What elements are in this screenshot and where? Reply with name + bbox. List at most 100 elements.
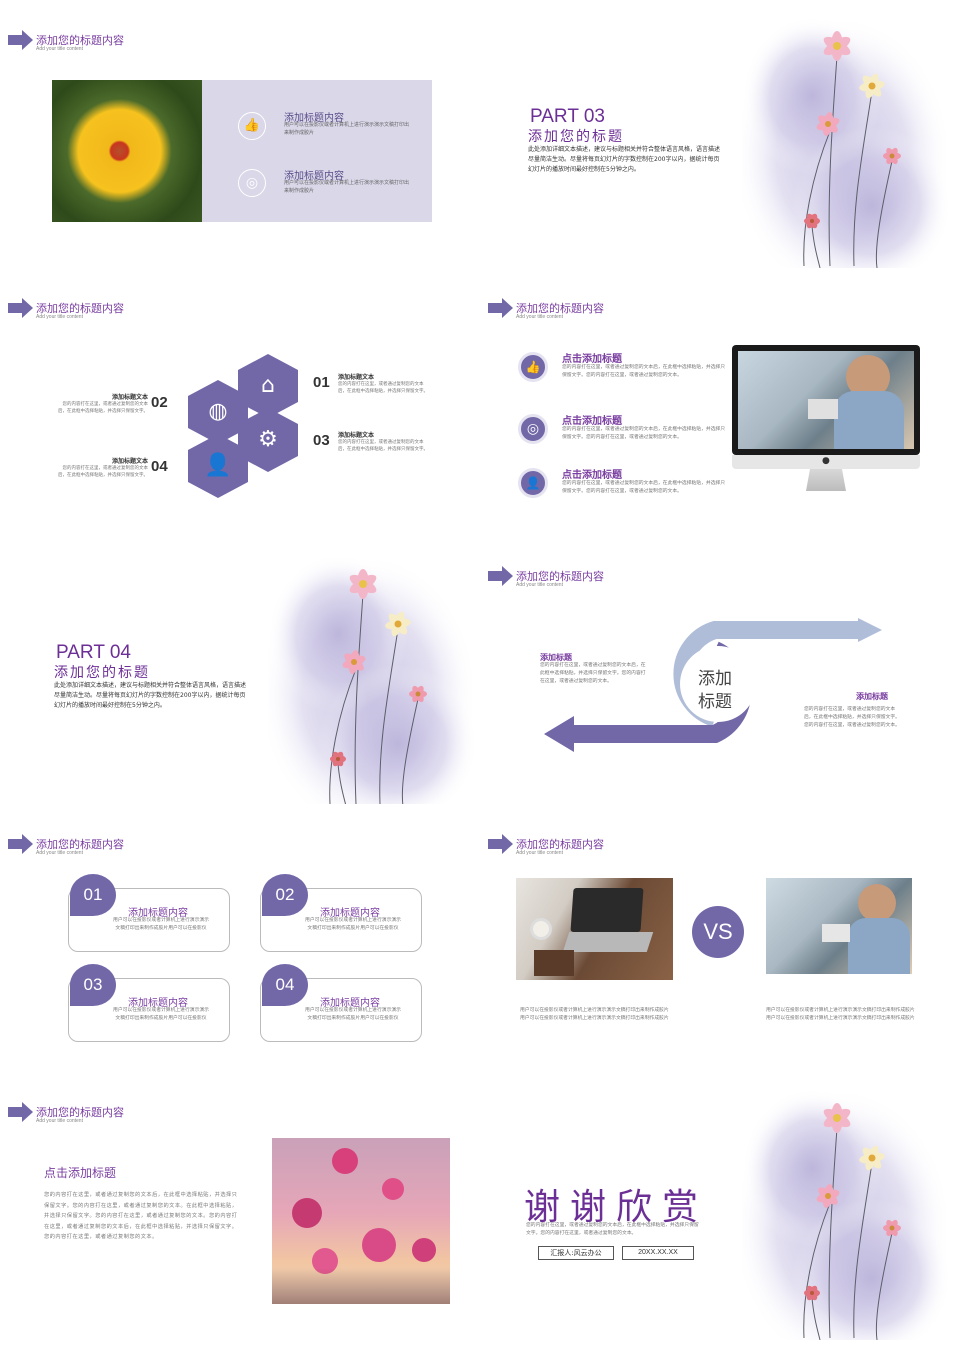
number-badge: 04	[262, 964, 308, 1006]
card-box	[68, 978, 230, 1042]
header-title: 添加您的标题内容	[36, 302, 124, 315]
vs-badge: VS	[692, 906, 744, 958]
card-title: 添加标题内容	[320, 908, 380, 919]
globe-icon: ◎	[238, 169, 266, 197]
arrow-right-icon	[8, 1102, 33, 1122]
item-number: 03	[313, 432, 330, 449]
part-title: 添加您的标题	[528, 129, 624, 145]
item-number: 04	[151, 458, 168, 475]
card-text: 用户可以在投影仪或者计算机上进行演示演示文稿打印出来制作成胶片用户可以在投影仪	[305, 918, 401, 931]
arrow-right-icon	[8, 30, 33, 50]
card-text: 用户可以在投影仪或者计算机上进行演示演示文稿打印出来制作成胶片用户可以在投影仪	[113, 918, 209, 931]
card-title: 添加标题内容	[128, 908, 188, 919]
center-title-line2: 标题	[698, 692, 732, 712]
item-number: 02	[151, 394, 168, 411]
header-title: 添加您的标题内容	[36, 1106, 124, 1119]
slide-1: 添加您的标题内容 Add your title content 👍 添加标题内容…	[0, 0, 474, 268]
header-subtitle: Add your title content	[516, 850, 563, 856]
info-panel: 👍 添加标题内容 用户可以在投影仪或者计算机上进行演示演示文稿打印出来制作成胶片…	[202, 80, 432, 222]
item-title: 添加标题内容	[284, 113, 344, 124]
header-subtitle: Add your title content	[36, 850, 83, 856]
item-text: 您的内容打在这里，或者通过复制您的文本后，在此框中选择粘贴，并选择只保留文字。您…	[562, 365, 726, 378]
item-title: 添加标题文本	[338, 374, 375, 381]
yellow-flower-photo	[52, 80, 202, 222]
card-title: 添加标题内容	[320, 998, 380, 1009]
item-number: 01	[313, 374, 330, 391]
target-icon: ◎	[518, 414, 548, 444]
laptop-desk-photo	[516, 878, 673, 980]
number-badge: 03	[70, 964, 116, 1006]
header-title: 添加您的标题内容	[516, 838, 604, 851]
arrow-right-icon	[8, 834, 33, 854]
header-subtitle: Add your title content	[36, 46, 83, 52]
arrow-right-icon	[488, 298, 513, 318]
header-title: 添加您的标题内容	[516, 570, 604, 583]
watercolor-flowers-image	[268, 553, 474, 804]
item-title: 添加标题内容	[284, 171, 344, 182]
part-description: 此处添加详细文本描述，建议与标题相关并符合整体语言风格，语言描述尽量简洁生动。尽…	[54, 682, 247, 709]
item-text: 您的内容打在这里，或者通过复制您的文本后，在此框中选择粘贴，并选择只保留文字。您…	[562, 427, 726, 440]
office-team-photo	[738, 351, 914, 449]
office-team-photo	[766, 878, 912, 974]
thank-you-title: 谢谢欣赏	[524, 1187, 709, 1228]
header-subtitle: Add your title content	[36, 314, 83, 320]
item-title: 添加标题文本	[111, 458, 148, 465]
gear-icon: ⚙	[258, 427, 278, 452]
item-text: 您的内容打在这里，或者通过复制您的文本后，在此框中选择粘贴，并选择只保留文字。您…	[562, 481, 726, 494]
item-text: 用户可以在投影仪或者计算机上进行演示演示文稿打印出来制作成胶片	[284, 180, 410, 194]
globe-icon: ◍	[208, 399, 228, 424]
user-icon: 👤	[204, 453, 232, 478]
home-icon: ⌂	[261, 373, 275, 398]
right-title: 添加标题	[856, 692, 888, 701]
thumbs-up-icon: 👍	[238, 112, 266, 140]
item-text: 您的内容打在这里，或者通过复制您的文本后，在此框中选择粘贴，并选择只保留文字。	[338, 440, 428, 452]
left-title: 添加标题	[540, 653, 572, 662]
slide-5: PART 04 添加您的标题 此处添加详细文本描述，建议与标题相关并符合整体语言…	[0, 536, 474, 804]
card-title: 添加标题内容	[128, 998, 188, 1009]
part-description: 此处添加详细文本描述，建议与标题相关并符合整体语言风格，语言描述尽量简洁生动。尽…	[528, 146, 721, 173]
item-title: 添加标题文本	[111, 394, 148, 401]
reporter-box: 汇报人:风云办公	[538, 1246, 614, 1260]
slide-10: 谢谢欣赏 您的内容打在这里，或者通过复制您的文本后，在此框中选择粘贴，并选择只保…	[480, 1072, 954, 1340]
header-title: 添加您的标题内容	[516, 302, 604, 315]
header-subtitle: Add your title content	[516, 582, 563, 588]
arrow-right-icon	[488, 566, 513, 586]
right-text: 用户可以在投影仪或者计算机上进行演示演示文稿打印出来制作成胶片 用户可以在投影仪…	[766, 1008, 915, 1021]
item-text: 您的内容打在这里，或者通过复制您的文本后，在此框中选择粘贴，并选择只保留文字。	[58, 402, 148, 414]
pink-flowers-photo	[272, 1138, 450, 1304]
date-box: 20XX.XX.XX	[622, 1246, 694, 1260]
card-box	[260, 888, 422, 952]
arrow-right-icon	[488, 834, 513, 854]
slide-9: 添加您的标题内容 Add your title content 点击添加标题 您…	[0, 1072, 474, 1340]
monitor-image: ●	[732, 345, 920, 497]
slide-3: 添加您的标题内容 Add your title content ⌂ ◍ ⚙ 👤 …	[0, 268, 474, 536]
apple-logo-icon: ●	[822, 456, 830, 466]
section-text: 您的内容打在这里，或者通过复制您的文本后，在此框中选择粘贴，并选择只保留文字。您…	[44, 1192, 238, 1240]
item-title: 添加标题文本	[338, 432, 375, 439]
watercolor-flowers-image	[742, 15, 952, 268]
card-box	[260, 978, 422, 1042]
item-text: 您的内容打在这里，或者通过复制您的文本后，在此框中选择粘贴，并选择只保留文字。	[58, 466, 148, 478]
number-badge: 01	[70, 874, 116, 916]
item-title: 点击添加标题	[562, 354, 622, 365]
item-text: 用户可以在投影仪或者计算机上进行演示演示文稿打印出来制作成胶片	[284, 122, 410, 136]
slide-4: 添加您的标题内容 Add your title content 👍 点击添加标题…	[480, 268, 954, 536]
header-title: 添加您的标题内容	[36, 838, 124, 851]
item-title: 点击添加标题	[562, 416, 622, 427]
number-badge: 02	[262, 874, 308, 916]
slide-8: 添加您的标题内容 Add your title content VS 用户可以在…	[480, 804, 954, 1072]
part-number: PART 04	[56, 642, 131, 663]
section-title: 点击添加标题	[44, 1166, 117, 1180]
thank-you-text: 您的内容打在这里，或者通过复制您的文本后，在此框中选择粘贴，并选择只保留文字。您…	[526, 1223, 699, 1236]
slide-7: 添加您的标题内容 Add your title content 01 添加标题内…	[0, 804, 474, 1072]
s-curve-arrow-graphic	[544, 618, 882, 752]
watercolor-flowers-image	[742, 1087, 952, 1340]
left-text: 您的内容打在这里，或者通过复制您的文本后，在此框中选择粘贴，并选择只保留文字。您…	[540, 663, 646, 684]
header-subtitle: Add your title content	[516, 314, 563, 320]
user-icon: 👤	[518, 468, 548, 498]
center-title-line1: 添加	[698, 669, 732, 689]
slide-2: PART 03 添加您的标题 此处添加详细文本描述，建议与标题相关并符合整体语言…	[480, 0, 954, 268]
slide-6: 添加您的标题内容 Add your title content 添加 标题 添加…	[480, 536, 954, 804]
header-title: 添加您的标题内容	[36, 34, 124, 47]
header-subtitle: Add your title content	[36, 1118, 83, 1124]
